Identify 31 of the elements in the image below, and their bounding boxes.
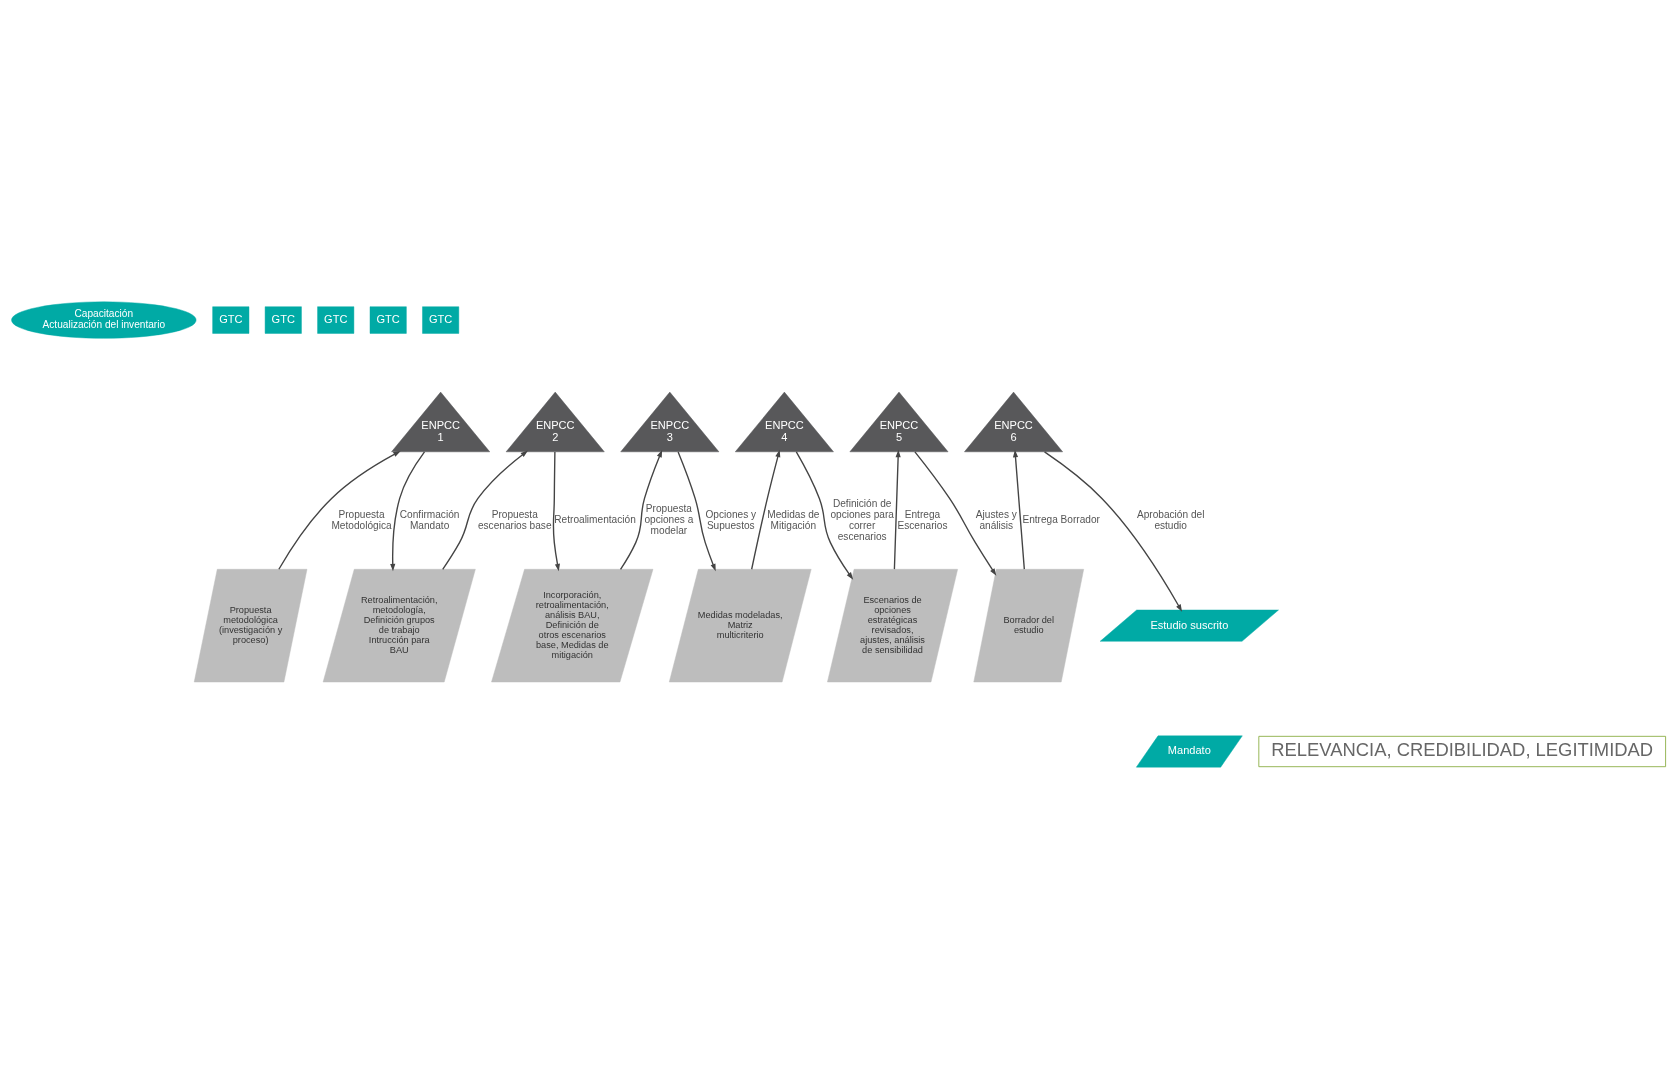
node-box: RELEVANCIA, CREDIBILIDAD, LEGITIMIDAD	[1258, 735, 1667, 767]
edge-label: Entrega Escenarios	[897, 508, 948, 531]
arrow	[914, 450, 997, 576]
edge-label: Medidas de Mitigación	[767, 508, 820, 531]
edge-label: Propuesta Metodológica	[331, 508, 392, 531]
arrow	[1043, 450, 1183, 612]
node-ellipse: Capacitación Actualización del inventario	[11, 301, 197, 339]
edge-label: Definición de opciones para correr escenarios	[830, 497, 894, 542]
edge-label: Propuesta escenarios base	[477, 508, 552, 531]
arrow	[552, 450, 560, 571]
edge-label: Aprobación del estudio	[1136, 508, 1205, 531]
arrow	[1012, 449, 1025, 570]
arrow	[619, 449, 663, 570]
arrow	[751, 449, 781, 570]
arrow	[795, 450, 854, 580]
edge-label: Propuesta opciones a modelar	[644, 502, 694, 536]
arrow	[893, 449, 901, 570]
edge-label: Confirmación Mandato	[399, 508, 460, 531]
arrow	[278, 450, 401, 570]
edge-label: Retroalimentación	[554, 513, 636, 525]
arrow	[442, 450, 529, 570]
edge-label: Ajustes y análisis	[975, 508, 1017, 531]
node-box: GTC	[212, 306, 250, 334]
edge-label: Opciones y Supuestos	[705, 508, 757, 531]
node-box: GTC	[264, 306, 302, 334]
arrow	[677, 450, 716, 571]
arrow	[390, 450, 426, 571]
node-box: GTC	[317, 306, 355, 334]
edge-label: Entrega Borrador	[1022, 513, 1100, 525]
node-box: GTC	[369, 306, 407, 334]
node-box: GTC	[422, 306, 460, 334]
